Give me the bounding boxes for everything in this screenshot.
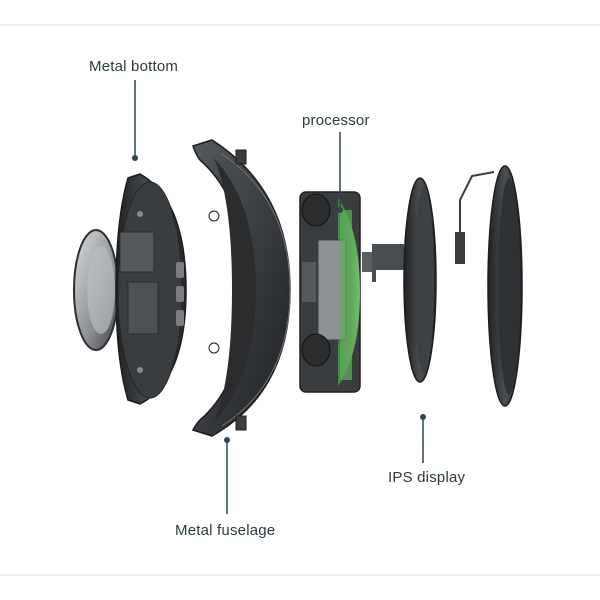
label-metal-bottom: Metal bottom	[89, 58, 179, 75]
metal-bottom-part	[73, 173, 187, 405]
flex-cable	[372, 244, 404, 282]
label-ips-display: IPS display	[388, 469, 466, 486]
label-processor: processor	[302, 112, 370, 129]
leader-metal-bottom	[132, 80, 138, 161]
leader-metal-fuselage	[224, 437, 230, 514]
leader-processor	[337, 132, 343, 213]
ips-display-part	[403, 177, 437, 383]
label-metal-fuselage: Metal fuselage	[175, 522, 276, 539]
processor-part	[299, 191, 372, 393]
cover-glass-part	[455, 165, 523, 407]
leader-ips-display	[420, 414, 426, 463]
metal-fuselage-part	[191, 139, 291, 437]
